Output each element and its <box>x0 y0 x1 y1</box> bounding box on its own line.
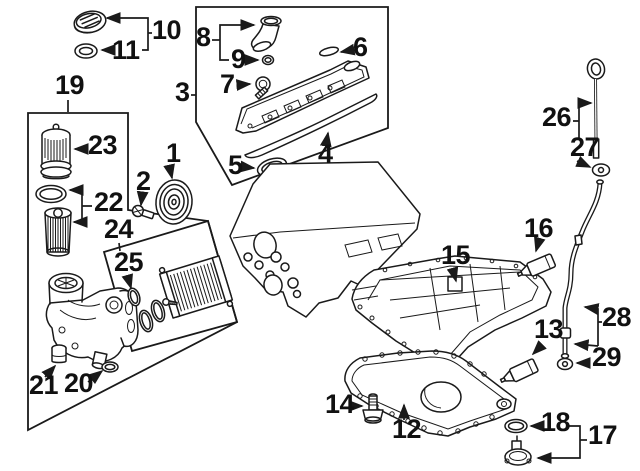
valve-cover <box>235 60 370 134</box>
callout-17[interactable]: 17 <box>588 420 618 450</box>
callout-10[interactable]: 10 <box>152 15 182 45</box>
tube-o-ring <box>556 357 574 371</box>
callout-20[interactable]: 20 <box>64 368 94 398</box>
callout-9[interactable]: 9 <box>231 44 246 74</box>
callout-22[interactable]: 22 <box>94 187 124 217</box>
filler-cap-seal <box>74 43 98 59</box>
pulley-bolt <box>131 204 155 220</box>
drain-plug <box>362 393 384 424</box>
callout-28[interactable]: 28 <box>602 302 632 332</box>
callout-13[interactable]: 13 <box>534 314 564 344</box>
callout-15[interactable]: 15 <box>441 240 471 270</box>
callout-27[interactable]: 27 <box>570 132 600 162</box>
callout-5[interactable]: 5 <box>228 150 243 180</box>
callout-14[interactable]: 14 <box>325 389 355 419</box>
callout-7[interactable]: 7 <box>220 69 235 99</box>
callout-8[interactable]: 8 <box>196 22 211 52</box>
sealant-tube-16 <box>516 253 557 277</box>
breather-tube <box>250 15 282 52</box>
filter-element <box>44 207 72 257</box>
callout-12[interactable]: 12 <box>392 414 422 444</box>
oil-filter-cap <box>40 123 72 180</box>
housing-o-ring-20 <box>101 361 119 373</box>
callout-4[interactable]: 4 <box>318 139 333 169</box>
callout-18[interactable]: 18 <box>541 407 571 437</box>
callout-6[interactable]: 6 <box>353 32 368 62</box>
callout-11[interactable]: 11 <box>112 35 140 65</box>
valve-cover-gasket <box>244 93 378 159</box>
callout-21[interactable]: 21 <box>29 370 59 400</box>
callout-23[interactable]: 23 <box>88 130 118 160</box>
callout-16[interactable]: 16 <box>524 213 554 243</box>
filter-cap-o-ring <box>35 184 67 204</box>
housing-plug-21 <box>51 344 67 364</box>
callout-1[interactable]: 1 <box>166 138 181 168</box>
dipstick-tube <box>559 179 604 359</box>
cover-bolt <box>254 76 271 100</box>
callout-24[interactable]: 24 <box>104 214 134 244</box>
crank-pulley <box>155 179 193 225</box>
cooler-screw <box>162 298 178 306</box>
callout-26[interactable]: 26 <box>542 102 572 132</box>
leader-lines <box>41 12 602 464</box>
callout-25[interactable]: 25 <box>114 247 144 277</box>
callout-3[interactable]: 3 <box>175 77 190 107</box>
callout-29[interactable]: 29 <box>592 342 622 372</box>
callout-19[interactable]: 19 <box>55 70 85 100</box>
valve-cover-box-3 <box>195 6 389 187</box>
engine-block <box>229 161 421 318</box>
small-gasket-6 <box>318 46 340 57</box>
oil-cooler <box>158 255 234 319</box>
lower-oil-pan <box>344 349 517 437</box>
dipstick-grommet <box>591 163 611 177</box>
oil-level-sensor <box>504 435 532 466</box>
oil-filler-cap <box>73 10 107 34</box>
breather-o-ring <box>261 54 275 66</box>
callout-2[interactable]: 2 <box>136 166 151 196</box>
sealant-tube-13 <box>499 358 539 383</box>
sensor-o-ring <box>504 418 528 434</box>
